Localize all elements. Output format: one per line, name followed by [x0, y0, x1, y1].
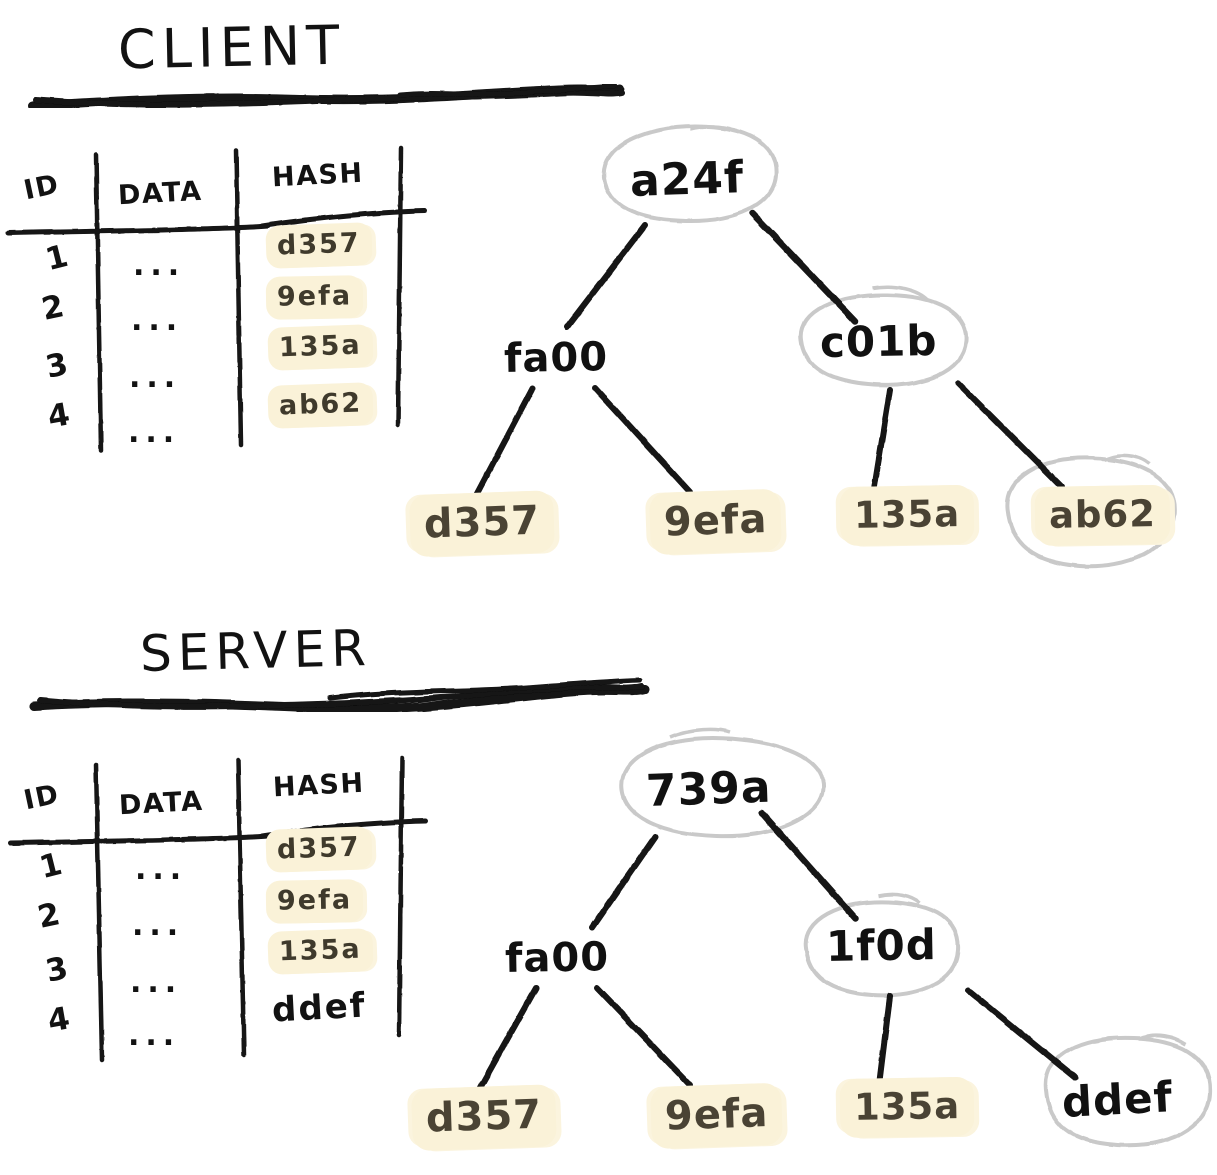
client-table-grid [5, 145, 428, 453]
server-row-4-hash: ddef [271, 985, 368, 1031]
server-tree-node-1f0d: 1f0d [825, 920, 938, 971]
server-tree-node-739a: 739a [645, 761, 773, 817]
server-row-4-data: ... [128, 1018, 181, 1053]
client-table-header-data: DATA [117, 175, 204, 212]
client-tree-node-fa00: fa00 [503, 334, 609, 382]
client-tree-leaf-d357: d357 [414, 495, 550, 552]
server-title-underline [29, 677, 650, 714]
server-row-3-data: ... [130, 965, 183, 1000]
client-section-title: CLIENT [117, 13, 346, 82]
client-row-3-hash: 135a [271, 328, 370, 367]
client-table-header-hash: HASH [271, 157, 365, 194]
server-tree-edges [477, 809, 1079, 1091]
server-table-grid [7, 755, 429, 1063]
client-row-4-hash: ab62 [271, 386, 370, 425]
client-title-underline [27, 83, 625, 111]
client-row-1-hash: d357 [269, 226, 369, 265]
server-row-3-hash: 135a [271, 932, 370, 971]
client-tree-node-c01b: c01b [819, 315, 938, 367]
server-table-header-hash: HASH [272, 767, 366, 804]
client-tree-leaf-9efa: 9efa [654, 493, 778, 550]
server-tree-node-fa00: fa00 [504, 934, 610, 982]
client-tree-edges [474, 209, 1065, 498]
client-row-2-data: ... [131, 303, 184, 338]
server-row-2-hash: 9efa [269, 883, 360, 920]
server-row-2-data: ... [132, 908, 185, 943]
server-section-title: SERVER [139, 618, 373, 684]
server-tree-leaf-135a: 135a [844, 1081, 970, 1133]
server-tree-leaf-ddef: ddef [1060, 1072, 1175, 1127]
server-table-header-data: DATA [118, 785, 205, 822]
client-tree-leaf-ab62: ab62 [1039, 489, 1166, 541]
server-tree-leaf-d357: d357 [416, 1089, 552, 1146]
client-tree-leaf-135a: 135a [844, 489, 970, 541]
client-tree-circles [601, 123, 1177, 569]
client-row-1-data: ... [133, 248, 186, 283]
server-row-1-hash: d357 [269, 830, 369, 869]
client-row-2-hash: 9efa [269, 279, 360, 316]
client-row-4-data: ... [128, 415, 181, 450]
server-tree-leaf-9efa: 9efa [655, 1087, 779, 1144]
client-tree-node-a24f: a24f [629, 152, 745, 207]
server-row-1-data: ... [135, 852, 188, 887]
client-row-3-data: ... [129, 360, 182, 395]
